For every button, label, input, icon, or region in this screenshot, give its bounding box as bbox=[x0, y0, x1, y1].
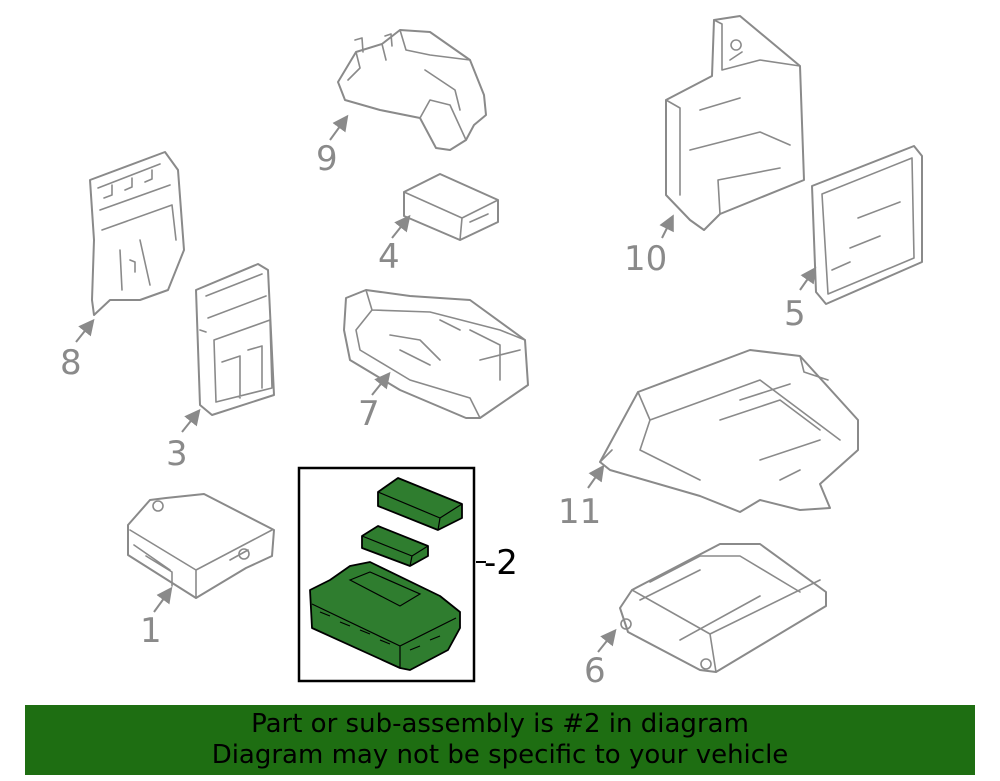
part-9-fuse-box-cover bbox=[337, 29, 487, 151]
part-1-control-module bbox=[127, 493, 275, 599]
callout-9: 9 bbox=[316, 139, 338, 179]
part-4-small-module bbox=[403, 173, 499, 241]
callout-10: 10 bbox=[624, 239, 667, 279]
part-6-engine-ecu bbox=[619, 543, 827, 673]
part-10-module-housing bbox=[665, 15, 805, 231]
banner-line-1: Part or sub-assembly is #2 in diagram bbox=[251, 709, 749, 739]
callout-3: 3 bbox=[166, 434, 188, 474]
callout-11: 11 bbox=[558, 492, 601, 532]
part-2-fuse-box-assembly bbox=[309, 477, 463, 671]
callout-2: -2 bbox=[484, 543, 518, 583]
callout-5: 5 bbox=[784, 294, 806, 334]
part-7-relay-frame bbox=[343, 289, 529, 419]
part-11-mounting-tray bbox=[599, 349, 859, 513]
part-3-control-module bbox=[195, 263, 275, 416]
highlight-frame-part-2 bbox=[297, 466, 476, 683]
part-5-ecu bbox=[811, 145, 923, 305]
banner-line-2: Diagram may not be specific to your vehi… bbox=[211, 740, 789, 770]
part-8-bracket bbox=[89, 151, 185, 316]
callout-6: 6 bbox=[584, 651, 606, 691]
callout-1: 1 bbox=[140, 611, 162, 651]
info-banner: Part or sub-assembly is #2 in diagram Di… bbox=[25, 705, 975, 775]
callout-7: 7 bbox=[358, 394, 380, 434]
callout-4: 4 bbox=[378, 237, 400, 277]
callout-8: 8 bbox=[60, 343, 82, 383]
